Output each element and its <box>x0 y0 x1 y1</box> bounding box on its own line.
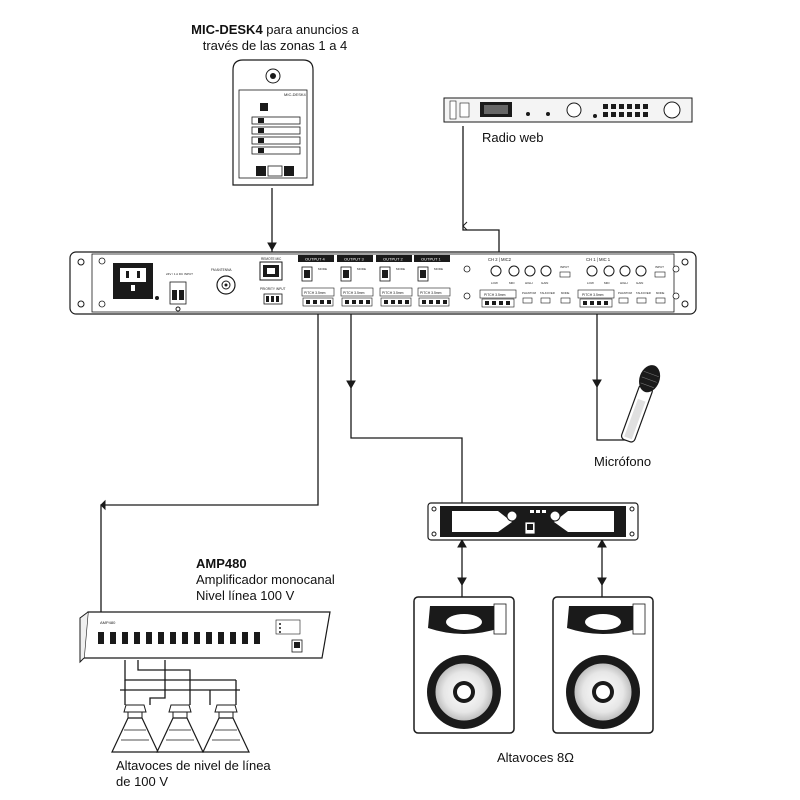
cable-ch1-mic <box>596 305 628 441</box>
knob-icon <box>490 265 502 277</box>
speaker-100v-2 <box>156 704 204 753</box>
svg-text:MODE: MODE <box>434 267 443 271</box>
svg-text:MODE: MODE <box>561 291 570 295</box>
svg-text:GAIN: GAIN <box>636 281 643 285</box>
svg-text:PITCH 3.5mm: PITCH 3.5mm <box>484 293 506 297</box>
knob-icon <box>586 265 598 277</box>
mixer-device: 24V / 1 A DC INPUT FM ANTENNA REMOTE MIC… <box>69 251 697 315</box>
knob-icon <box>524 265 536 277</box>
speakers-100v-caption: Altavoces de nivel de línea de 100 V <box>116 758 271 790</box>
priority-input-label: PRIORITY INPUT <box>260 287 285 291</box>
svg-text:MODE: MODE <box>396 267 405 271</box>
ch1-section: CH 1 | MIC 1 LOW MID HIGH GAIN INPUT PIT… <box>577 257 666 308</box>
svg-text:MODE: MODE <box>656 291 665 295</box>
output-label: OUTPUT 2 <box>383 257 403 262</box>
mic-desk-model-text: MIC-DESK4 <box>284 92 307 97</box>
knob-icon <box>540 265 552 277</box>
ch2-section: CH 2 | MIC2 LOW MID HIGH GAIN INPUT PITC… <box>479 257 571 308</box>
svg-text:PITCH 3.5mm: PITCH 3.5mm <box>420 291 442 295</box>
svg-text:PHANTOM: PHANTOM <box>522 291 537 295</box>
radio-caption: Radio web <box>482 130 544 145</box>
microphone-caption: Micrófono <box>594 454 652 469</box>
svg-text:MID: MID <box>604 281 610 285</box>
speakers-100v-line1: Altavoces de nivel de línea <box>116 758 271 773</box>
mic-desk-caption: MIC-DESK4 para anuncios a través de las … <box>170 22 380 54</box>
svg-text:CH 1 | MIC 1: CH 1 | MIC 1 <box>586 257 611 262</box>
svg-text:PITCH 3.5mm: PITCH 3.5mm <box>382 291 404 295</box>
svg-text:LOW: LOW <box>491 281 498 285</box>
speaker-8ohm-left <box>413 596 515 734</box>
cable-arrows <box>100 221 607 587</box>
svg-text:PITCH 3.5mm: PITCH 3.5mm <box>304 291 326 295</box>
cables <box>100 126 628 705</box>
svg-text:MODE: MODE <box>318 267 327 271</box>
fm-antenna-label: FM ANTENNA <box>211 268 232 272</box>
svg-text:CH 2 | MIC2: CH 2 | MIC2 <box>488 257 512 262</box>
amp480-caption: AMP480 Amplificador monocanal Nivel líne… <box>196 556 335 604</box>
svg-text:HIGH: HIGH <box>620 281 628 285</box>
output-label: OUTPUT 3 <box>344 257 364 262</box>
amp480-line2: Nivel línea 100 V <box>196 588 295 603</box>
svg-text:MID: MID <box>509 281 515 285</box>
amp480-model-text: AMP480 <box>100 620 116 625</box>
cable-out4-amp <box>100 305 319 612</box>
amp480-name: AMP480 <box>196 556 247 571</box>
speaker-100v-1 <box>111 704 159 753</box>
output-label: OUTPUT 4 <box>305 257 325 262</box>
svg-text:INPUT: INPUT <box>655 265 664 269</box>
svg-text:INPUT: INPUT <box>560 265 569 269</box>
svg-text:MODE: MODE <box>357 267 366 271</box>
svg-text:TALKOVER: TALKOVER <box>540 291 555 295</box>
microphone-icon <box>620 365 661 443</box>
svg-text:TALKOVER: TALKOVER <box>636 291 651 295</box>
cable-out3-power <box>350 305 463 505</box>
knob-icon <box>619 265 631 277</box>
speaker-100v-3 <box>202 704 250 753</box>
output-blocks: OUTPUT 4 MODE PITCH 3.5mm OUTPUT 3 MODE … <box>298 255 451 307</box>
svg-text:PHANTOM: PHANTOM <box>618 291 633 295</box>
mic-desk-device: MIC-DESK4 <box>232 59 314 186</box>
speakers-100v-line2: de 100 V <box>116 774 169 789</box>
svg-text:LOW: LOW <box>587 281 594 285</box>
svg-text:PITCH 3.5mm: PITCH 3.5mm <box>582 293 604 297</box>
svg-text:PITCH 3.5mm: PITCH 3.5mm <box>343 291 365 295</box>
speakers-8ohm-caption: Altavoces 8Ω <box>497 750 574 765</box>
knob-icon <box>635 265 647 277</box>
knob-icon <box>603 265 615 277</box>
remote-mic-label: REMOTE MIC <box>261 257 282 261</box>
amp480-device: AMP480 <box>79 611 331 664</box>
speaker-8ohm-right <box>552 596 654 734</box>
svg-text:GAIN: GAIN <box>541 281 548 285</box>
mic-desk-line1: para anuncios a <box>262 22 359 37</box>
mic-desk-name: MIC-DESK4 <box>191 22 263 37</box>
cable-radio-ch2 <box>462 126 500 262</box>
web-radio-device <box>443 97 693 123</box>
dc-input-label: 24V / 1 A DC INPUT <box>166 272 193 276</box>
amp480-line1: Amplificador monocanal <box>196 572 335 587</box>
mic-desk-line2: través de las zonas 1 a 4 <box>202 38 348 53</box>
knob-icon <box>508 265 520 277</box>
svg-text:HIGH: HIGH <box>525 281 533 285</box>
power-amplifier-device <box>427 502 639 541</box>
output-label: OUTPUT 1 <box>421 257 441 262</box>
